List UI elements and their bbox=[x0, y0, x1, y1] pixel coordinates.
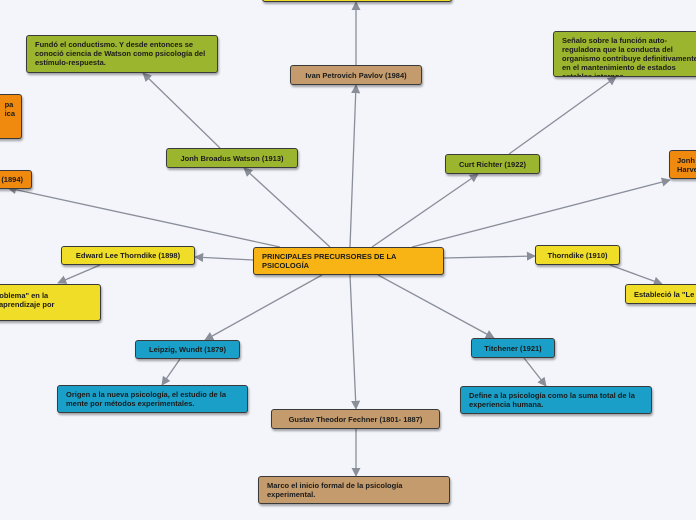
thorndike-1898-node[interactable]: Edward Lee Thorndike (1898) bbox=[61, 246, 195, 265]
connector-arrow-5 bbox=[508, 76, 617, 155]
richter-description-node[interactable]: Señalo sobre la función auto-reguladora … bbox=[553, 31, 696, 77]
connector-arrow-15 bbox=[523, 357, 547, 387]
wundt-node[interactable]: Leipzig, Wundt (1879) bbox=[135, 340, 240, 359]
harvey-label: Jonh Harvey bbox=[677, 156, 696, 174]
left-top-orange-node[interactable]: pa ica bbox=[0, 94, 22, 139]
titchener-label: Titchener (1921) bbox=[484, 343, 542, 353]
richter-label: Curt Richter (1922) bbox=[458, 159, 527, 169]
connector-arrow-13 bbox=[161, 358, 181, 386]
left-top-orange-text: pa ica bbox=[4, 100, 15, 118]
fechner-node[interactable]: Gustav Theodor Fechner (1801- 1887) bbox=[271, 409, 440, 429]
fechner-description-node[interactable]: Marco el inicio formal de la psicología … bbox=[258, 476, 450, 504]
connector-arrow-3 bbox=[142, 72, 221, 149]
watson-label: Jonh Broadus Watson (1913) bbox=[180, 153, 284, 163]
wundt-label: Leipzig, Wundt (1879) bbox=[149, 345, 226, 354]
left-1894-node[interactable]: (1894) bbox=[0, 170, 32, 189]
top-partial-node[interactable] bbox=[262, 0, 452, 2]
connector-arrow-12 bbox=[204, 274, 323, 341]
connector-arrow-4 bbox=[371, 173, 479, 248]
connector-arrow-14 bbox=[377, 274, 495, 339]
thorndike-1898-description-text: " caja-problema" en la ceso de aprendiza… bbox=[0, 291, 55, 309]
left-1894-label: (1894) bbox=[1, 175, 23, 184]
central-topic-label: PRINCIPALES PRECURSORES DE LA PSICOLOGÍA bbox=[262, 252, 397, 270]
thorndike-1898-label: Edward Lee Thorndike (1898) bbox=[75, 251, 181, 260]
connector-arrow-2 bbox=[243, 167, 331, 248]
connector-arrow-16 bbox=[349, 274, 361, 410]
connector-arrow-10 bbox=[443, 251, 536, 261]
fechner-description-text: Marco el inicio formal de la psicología … bbox=[267, 481, 403, 499]
thorndike-1910-node[interactable]: Thorndike (1910) bbox=[535, 245, 620, 265]
thorndike-1898-description-node[interactable]: " caja-problema" en la ceso de aprendiza… bbox=[0, 284, 101, 321]
pavlov-node[interactable]: Ivan Petrovich Pavlov (1984) bbox=[290, 65, 422, 85]
pavlov-label: Ivan Petrovich Pavlov (1984) bbox=[305, 70, 407, 80]
thorndike-1910-description-node[interactable]: Estableció la "Le bbox=[625, 284, 696, 304]
watson-description-text: Fundó el conductismo. Y desde entonces s… bbox=[35, 40, 206, 67]
titchener-node[interactable]: Titchener (1921) bbox=[471, 338, 555, 358]
wundt-description-text: Origen a la nueva psicología, el estudio… bbox=[66, 390, 227, 408]
watson-description-node[interactable]: Fundó el conductismo. Y desde entonces s… bbox=[26, 35, 218, 73]
richter-node[interactable]: Curt Richter (1922) bbox=[445, 154, 540, 174]
watson-node[interactable]: Jonh Broadus Watson (1913) bbox=[166, 148, 298, 168]
richter-description-text: Señalo sobre la función auto-reguladora … bbox=[562, 36, 696, 77]
connector-arrow-6 bbox=[411, 177, 671, 248]
thorndike-1910-label: Thorndike (1910) bbox=[547, 250, 608, 260]
connector-arrow-0 bbox=[349, 84, 361, 248]
connector-arrow-11 bbox=[609, 264, 663, 286]
central-topic-node[interactable]: PRINCIPALES PRECURSORES DE LA PSICOLOGÍA bbox=[253, 247, 444, 275]
titchener-description-node[interactable]: Define a la psicología como la suma tota… bbox=[460, 386, 652, 414]
titchener-description-text: Define a la psicología como la suma tota… bbox=[469, 391, 635, 409]
thorndike-1910-description-text: Estableció la "Le bbox=[634, 289, 695, 299]
wundt-description-node[interactable]: Origen a la nueva psicología, el estudio… bbox=[57, 385, 248, 413]
harvey-node[interactable]: Jonh Harvey bbox=[669, 150, 696, 179]
connector-arrow-8 bbox=[194, 252, 254, 262]
connector-arrow-7 bbox=[7, 185, 281, 248]
fechner-label: Gustav Theodor Fechner (1801- 1887) bbox=[288, 414, 423, 424]
connector-arrow-9 bbox=[57, 264, 101, 284]
